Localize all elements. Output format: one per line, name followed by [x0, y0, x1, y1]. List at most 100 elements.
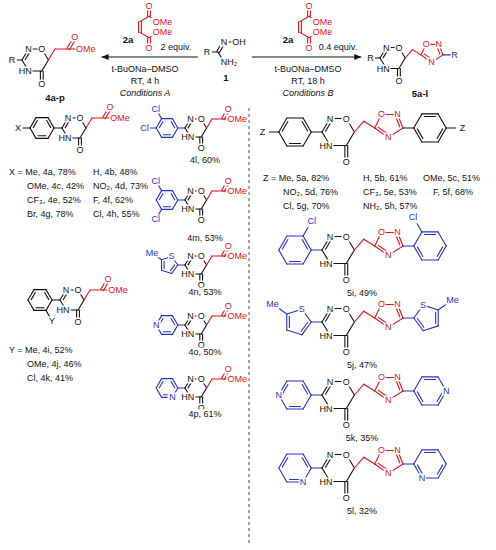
bond [396, 381, 400, 390]
bond [171, 318, 175, 324]
bond [438, 310, 439, 326]
atom-label: X [14, 124, 22, 133]
atom-label: N [418, 473, 427, 482]
bond [414, 391, 422, 405]
bond [303, 118, 311, 132]
bond [414, 114, 422, 128]
bond [164, 261, 165, 268]
bond [302, 385, 308, 395]
bond [286, 314, 287, 330]
atom-label: Cl [307, 216, 318, 225]
atom-label: N [220, 38, 229, 47]
bond [207, 316, 212, 325]
bond [422, 376, 438, 377]
bond [140, 32, 149, 37]
bond [399, 58, 405, 69]
atom-label: O [197, 187, 206, 196]
bond [282, 240, 288, 250]
bond [326, 240, 332, 249]
atom-label: N [384, 396, 393, 405]
bond [138, 22, 139, 33]
atom-label: NH₂ [220, 58, 239, 67]
compound-number: 2a [282, 35, 295, 45]
bond [403, 463, 414, 464]
bond [28, 290, 34, 300]
atom-label: HN [180, 393, 195, 402]
chemical-structure: ClClNOHNOOOMe4m, 53% [149, 174, 250, 245]
bond [423, 326, 438, 331]
compound-label: 5i, 49% [346, 289, 378, 298]
bond [303, 228, 308, 236]
chemical-structure: ClNOHNOONNCl5i, 49% [277, 210, 448, 299]
atom-label: N [186, 252, 195, 261]
bond [28, 300, 34, 310]
bond [201, 200, 206, 209]
yield-entry: NO₂, 4d, 73% [92, 182, 149, 191]
bond [162, 209, 173, 210]
reaction-arrow [252, 57, 362, 58]
atom-label: N [384, 323, 393, 332]
bond [84, 290, 90, 300]
compound-number: 5a-l [411, 89, 429, 99]
bond [438, 232, 446, 246]
atom-label: O [144, 43, 153, 52]
atom-label: O [144, 2, 153, 11]
atom-label: Cl [408, 212, 419, 221]
condition-text: 2 equiv. [160, 43, 193, 52]
atom-label: N [384, 251, 393, 260]
atom-label: N [384, 469, 393, 478]
yield-entry: Cl, 4h, 55% [92, 210, 141, 219]
bond [36, 138, 48, 139]
bond [301, 22, 302, 33]
bond [172, 325, 177, 334]
yield-entry: F, 4f, 62% [92, 196, 134, 205]
bond [34, 289, 46, 290]
bond [438, 246, 446, 260]
bond [311, 131, 322, 132]
bond [162, 137, 173, 138]
bond [303, 236, 311, 250]
chemical-structure: RNOHNOONNR5a-l [364, 38, 461, 101]
bond [417, 224, 422, 232]
bond [48, 49, 55, 60]
chemical-structure: MeSNOHNOOOMe4n, 53% [143, 240, 250, 299]
bond [163, 134, 170, 135]
atom-label: S [298, 305, 306, 314]
atom-label: O [73, 286, 82, 295]
bond [354, 457, 363, 468]
atom-label: N [186, 187, 195, 196]
atom-label: N [442, 386, 451, 395]
bond [437, 129, 443, 139]
atom-label: N [326, 232, 335, 241]
bond [287, 117, 303, 118]
bond [396, 118, 400, 127]
atom-label: HN [319, 141, 334, 150]
bond [46, 300, 52, 310]
chemical-structure: XNOHNOOOMeX = Me, 4a, 78%H, 4b, 48%OMe, … [6, 101, 151, 221]
arrow-head [102, 54, 109, 60]
atom-label: O [422, 40, 431, 49]
bond [364, 457, 375, 464]
bond [282, 385, 288, 395]
bond [326, 122, 332, 131]
bond [156, 191, 161, 200]
bond [158, 113, 161, 118]
bond [437, 465, 443, 475]
bond [141, 22, 142, 33]
bond [48, 128, 54, 138]
bond [54, 127, 62, 128]
bond [207, 256, 212, 265]
yield-entry: X = Me, 4a, 78% [8, 168, 77, 177]
bond [303, 381, 311, 395]
bond [364, 121, 375, 128]
bond [178, 387, 185, 388]
atom-label: OMe [152, 28, 174, 37]
atom-label: O [342, 157, 351, 166]
bond [311, 321, 322, 322]
atom-label: N [435, 40, 444, 49]
bond [438, 464, 446, 478]
atom-label: HN [319, 404, 334, 413]
yield-entry: Y = Me, 4i, 52% [8, 346, 74, 355]
